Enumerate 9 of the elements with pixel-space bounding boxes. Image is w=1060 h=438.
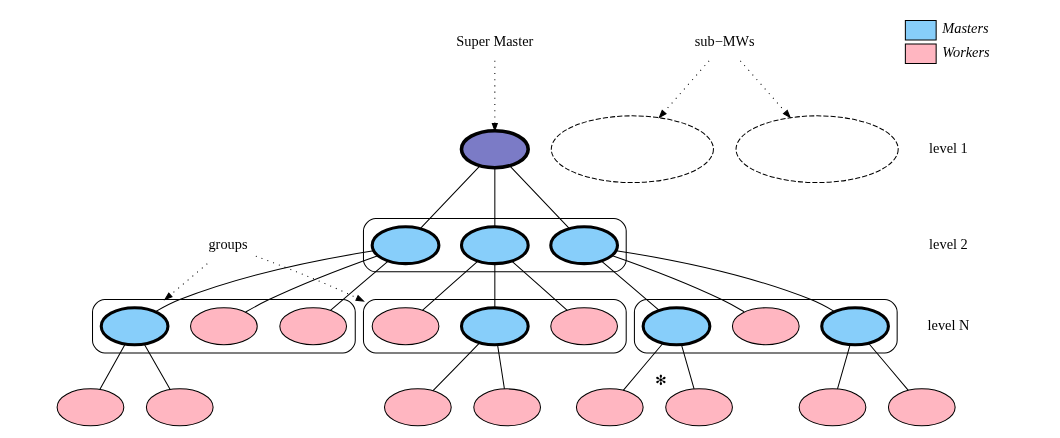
node-label: ✻ [654,371,667,388]
legend-label: Workers [941,43,990,60]
label: level 2 [928,235,968,252]
node-text: sub−MWs [694,32,755,49]
node-text: Super Master [455,32,533,49]
legend-label: Masters [941,19,989,36]
label: level 1 [928,140,968,157]
node-text: groups [207,235,248,252]
label: level N [927,317,969,334]
